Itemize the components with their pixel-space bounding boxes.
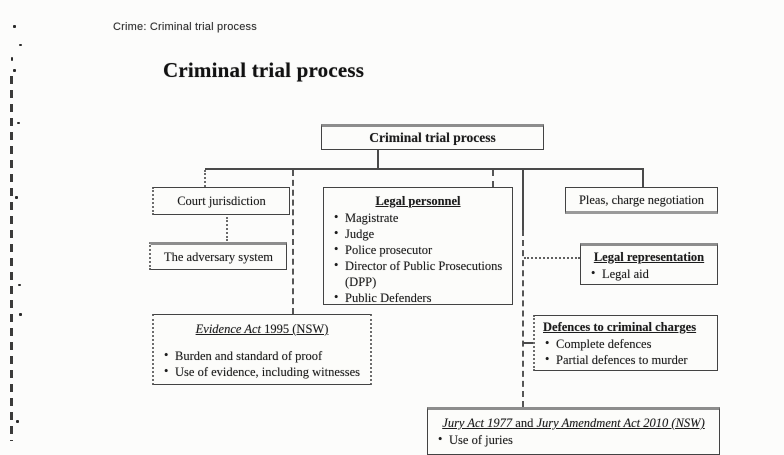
node-criminal-trial-process: Criminal trial process [321,124,544,150]
act-name: Jury Act 1977 [442,416,513,430]
connector-stub-legal-representation [524,257,580,259]
scan-speck [19,313,22,316]
scan-speck [13,25,16,28]
list-item: Partial defences to murder [543,351,711,368]
bullet-list: Magistrate Judge Police prosecutor Direc… [326,209,510,306]
bullet-list: Complete defences Partial defences to mu… [537,335,715,368]
list-item: Magistrate [332,209,506,226]
node-adversary-system: The adversary system [149,242,287,270]
connector-rail [205,168,644,170]
list-item: Burden and standard of proof [162,347,364,364]
list-item: Police prosecutor [332,241,506,258]
node-label: Court jurisdiction [177,194,266,208]
scan-spine-artifact [10,76,13,441]
connector-drop-personnel [492,170,494,187]
list-item: Complete defences [543,335,711,352]
connector-drop-evidence [292,170,294,314]
scan-speck [15,196,18,199]
node-title: Legal representation [593,250,705,264]
node-court-jurisdiction: Court jurisdiction [152,187,290,215]
connector-stub-defences [523,342,533,344]
running-head: Crime: Criminal trial process [113,21,257,33]
node-title: Legal personnel [375,194,461,208]
connector-court-adversary [226,217,228,241]
node-title: Jury Act 1977 and Jury Amendment Act 201… [430,415,717,431]
bullet-list: Use of juries [430,431,717,448]
act-name: Evidence Act [195,322,261,336]
scan-speck [16,420,19,423]
scan-speck [13,69,16,72]
scan-speck [11,57,13,61]
node-label: The adversary system [164,250,273,264]
connector-drop-court [204,170,206,187]
page-title: Criminal trial process [163,58,365,82]
act-name: Jury Amendment Act 2010 (NSW) [536,416,705,430]
node-title: Evidence Act 1995 (NSW) [156,321,368,337]
node-legal-personnel: Legal personnel Magistrate Judge Police … [323,187,513,305]
node-title: Defences to criminal charges [543,320,697,334]
node-label: Criminal trial process [369,130,496,146]
bullet-list: Legal aid [583,265,715,282]
scan-speck [18,284,21,286]
node-evidence-act: Evidence Act 1995 (NSW) Burden and stand… [152,314,372,385]
scan-speck [19,44,22,46]
act-rest: 1995 (NSW) [261,322,329,336]
connector-root-drop [377,148,379,169]
list-item: Public Defenders [332,289,506,306]
node-jury-acts: Jury Act 1977 and Jury Amendment Act 201… [427,407,720,455]
list-item: Use of evidence, including witnesses [162,363,364,380]
connector-main-vertical-top [522,170,524,230]
connector-main-vertical [522,230,524,407]
connector-drop-pleas [642,170,644,187]
list-item: Use of juries [436,431,713,448]
list-item: Legal aid [589,265,711,282]
node-label: Pleas, charge negotiation [578,192,705,207]
scan-speck [17,122,20,124]
act-conjunction: and [512,416,537,430]
list-item: Judge [332,225,506,242]
list-item: Director of Public Prosecutions (DPP) [332,257,506,290]
node-defences: Defences to criminal charges Complete de… [533,315,718,371]
node-pleas-charge-negotiation: Pleas, charge negotiation [565,187,718,214]
bullet-list: Burden and standard of proof Use of evid… [156,347,368,380]
node-legal-representation: Legal representation Legal aid [580,243,718,285]
